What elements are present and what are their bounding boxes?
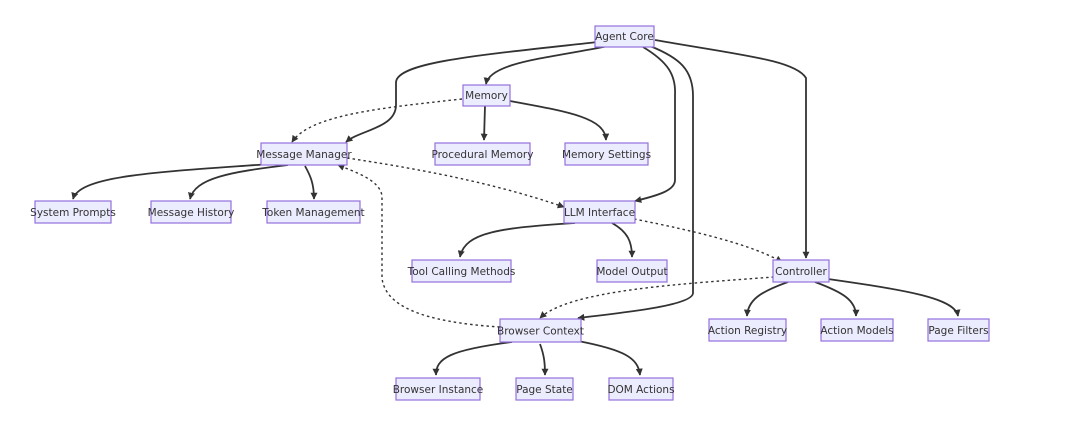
edge-message-manager-to-token-management [304, 165, 318, 200]
edge-memory-to-memory-settings [509, 100, 610, 141]
edges [71, 39, 961, 376]
edge-llm-interface-to-model-output [611, 222, 636, 258]
node-token-management: Token Management [261, 200, 365, 224]
node-page-state-label: Page State [516, 384, 573, 396]
node-page-filters-label: Page Filters [928, 325, 988, 337]
edge-controller-to-browser-context-dotted [539, 276, 775, 319]
node-controller-label: Controller [775, 266, 827, 278]
node-message-manager-label: Message Manager [256, 149, 352, 161]
edge-controller-to-action-models [814, 281, 860, 317]
node-system-prompts-label: System Prompts [30, 207, 116, 219]
node-token-management-label: Token Management [261, 207, 364, 219]
node-message-history-label: Message History [148, 207, 235, 219]
node-page-state: Page State [515, 377, 574, 401]
edge-agent-core-to-llm-interface [634, 46, 676, 203]
node-action-registry-label: Action Registry [708, 325, 787, 337]
node-agent-core-label: Agent Core [595, 31, 654, 43]
edge-message-manager-to-system-prompts [71, 163, 271, 200]
node-message-manager: Message Manager [256, 142, 352, 166]
edge-agent-core-to-controller [654, 39, 810, 259]
edge-llm-interface-to-controller-dotted [633, 218, 783, 263]
node-browser-instance: Browser Instance [393, 377, 484, 401]
edge-agent-core-to-message-manager [345, 41, 599, 143]
node-browser-instance-label: Browser Instance [393, 384, 484, 396]
edge-controller-to-page-filters [827, 278, 961, 317]
node-agent-core: Agent Core [594, 25, 655, 48]
edge-llm-interface-to-tool-calling-methods [457, 222, 576, 258]
edge-message-manager-to-message-history [188, 164, 289, 200]
edge-browser-context-to-message-manager-dotted [337, 164, 501, 328]
edge-browser-context-to-dom-actions [577, 340, 643, 376]
node-memory-settings-label: Memory Settings [562, 149, 651, 161]
node-message-history: Message History [148, 200, 235, 224]
node-memory: Memory [462, 84, 511, 107]
edge-browser-context-to-page-state [539, 343, 549, 376]
edge-message-manager-to-llm-interface-dotted [346, 157, 565, 209]
node-memory-settings: Memory Settings [562, 142, 651, 166]
node-llm-interface: LLM Interface [563, 200, 636, 224]
edge-agent-core-to-browser-context [577, 45, 694, 321]
node-browser-context: Browser Context [497, 318, 584, 343]
node-action-registry: Action Registry [708, 318, 787, 342]
node-model-output-label: Model Output [596, 266, 667, 278]
node-memory-label: Memory [465, 90, 508, 102]
node-dom-actions-label: DOM Actions [607, 384, 674, 396]
node-tool-calling-methods: Tool Calling Methods [407, 259, 516, 283]
edge-controller-to-action-registry [743, 281, 789, 317]
node-action-models: Action Models [820, 318, 894, 342]
node-llm-interface-label: LLM Interface [564, 207, 635, 219]
edge-agent-core-to-memory [483, 45, 609, 85]
node-system-prompts: System Prompts [30, 200, 116, 224]
node-browser-context-label: Browser Context [497, 326, 584, 338]
edge-memory-to-message-manager-dotted [291, 98, 463, 143]
edge-browser-context-to-browser-instance [432, 341, 513, 376]
node-page-filters: Page Filters [927, 318, 990, 342]
edge-memory-to-procedural-memory [480, 105, 488, 141]
node-dom-actions: DOM Actions [607, 377, 675, 401]
node-model-output: Model Output [596, 259, 668, 283]
node-controller: Controller [772, 259, 830, 283]
node-procedural-memory-label: Procedural Memory [432, 149, 534, 161]
node-tool-calling-methods-label: Tool Calling Methods [407, 266, 516, 278]
nodes: Agent Core Memory Procedural Memory Memo… [30, 25, 990, 401]
node-procedural-memory: Procedural Memory [432, 142, 534, 166]
node-action-models-label: Action Models [820, 325, 893, 337]
